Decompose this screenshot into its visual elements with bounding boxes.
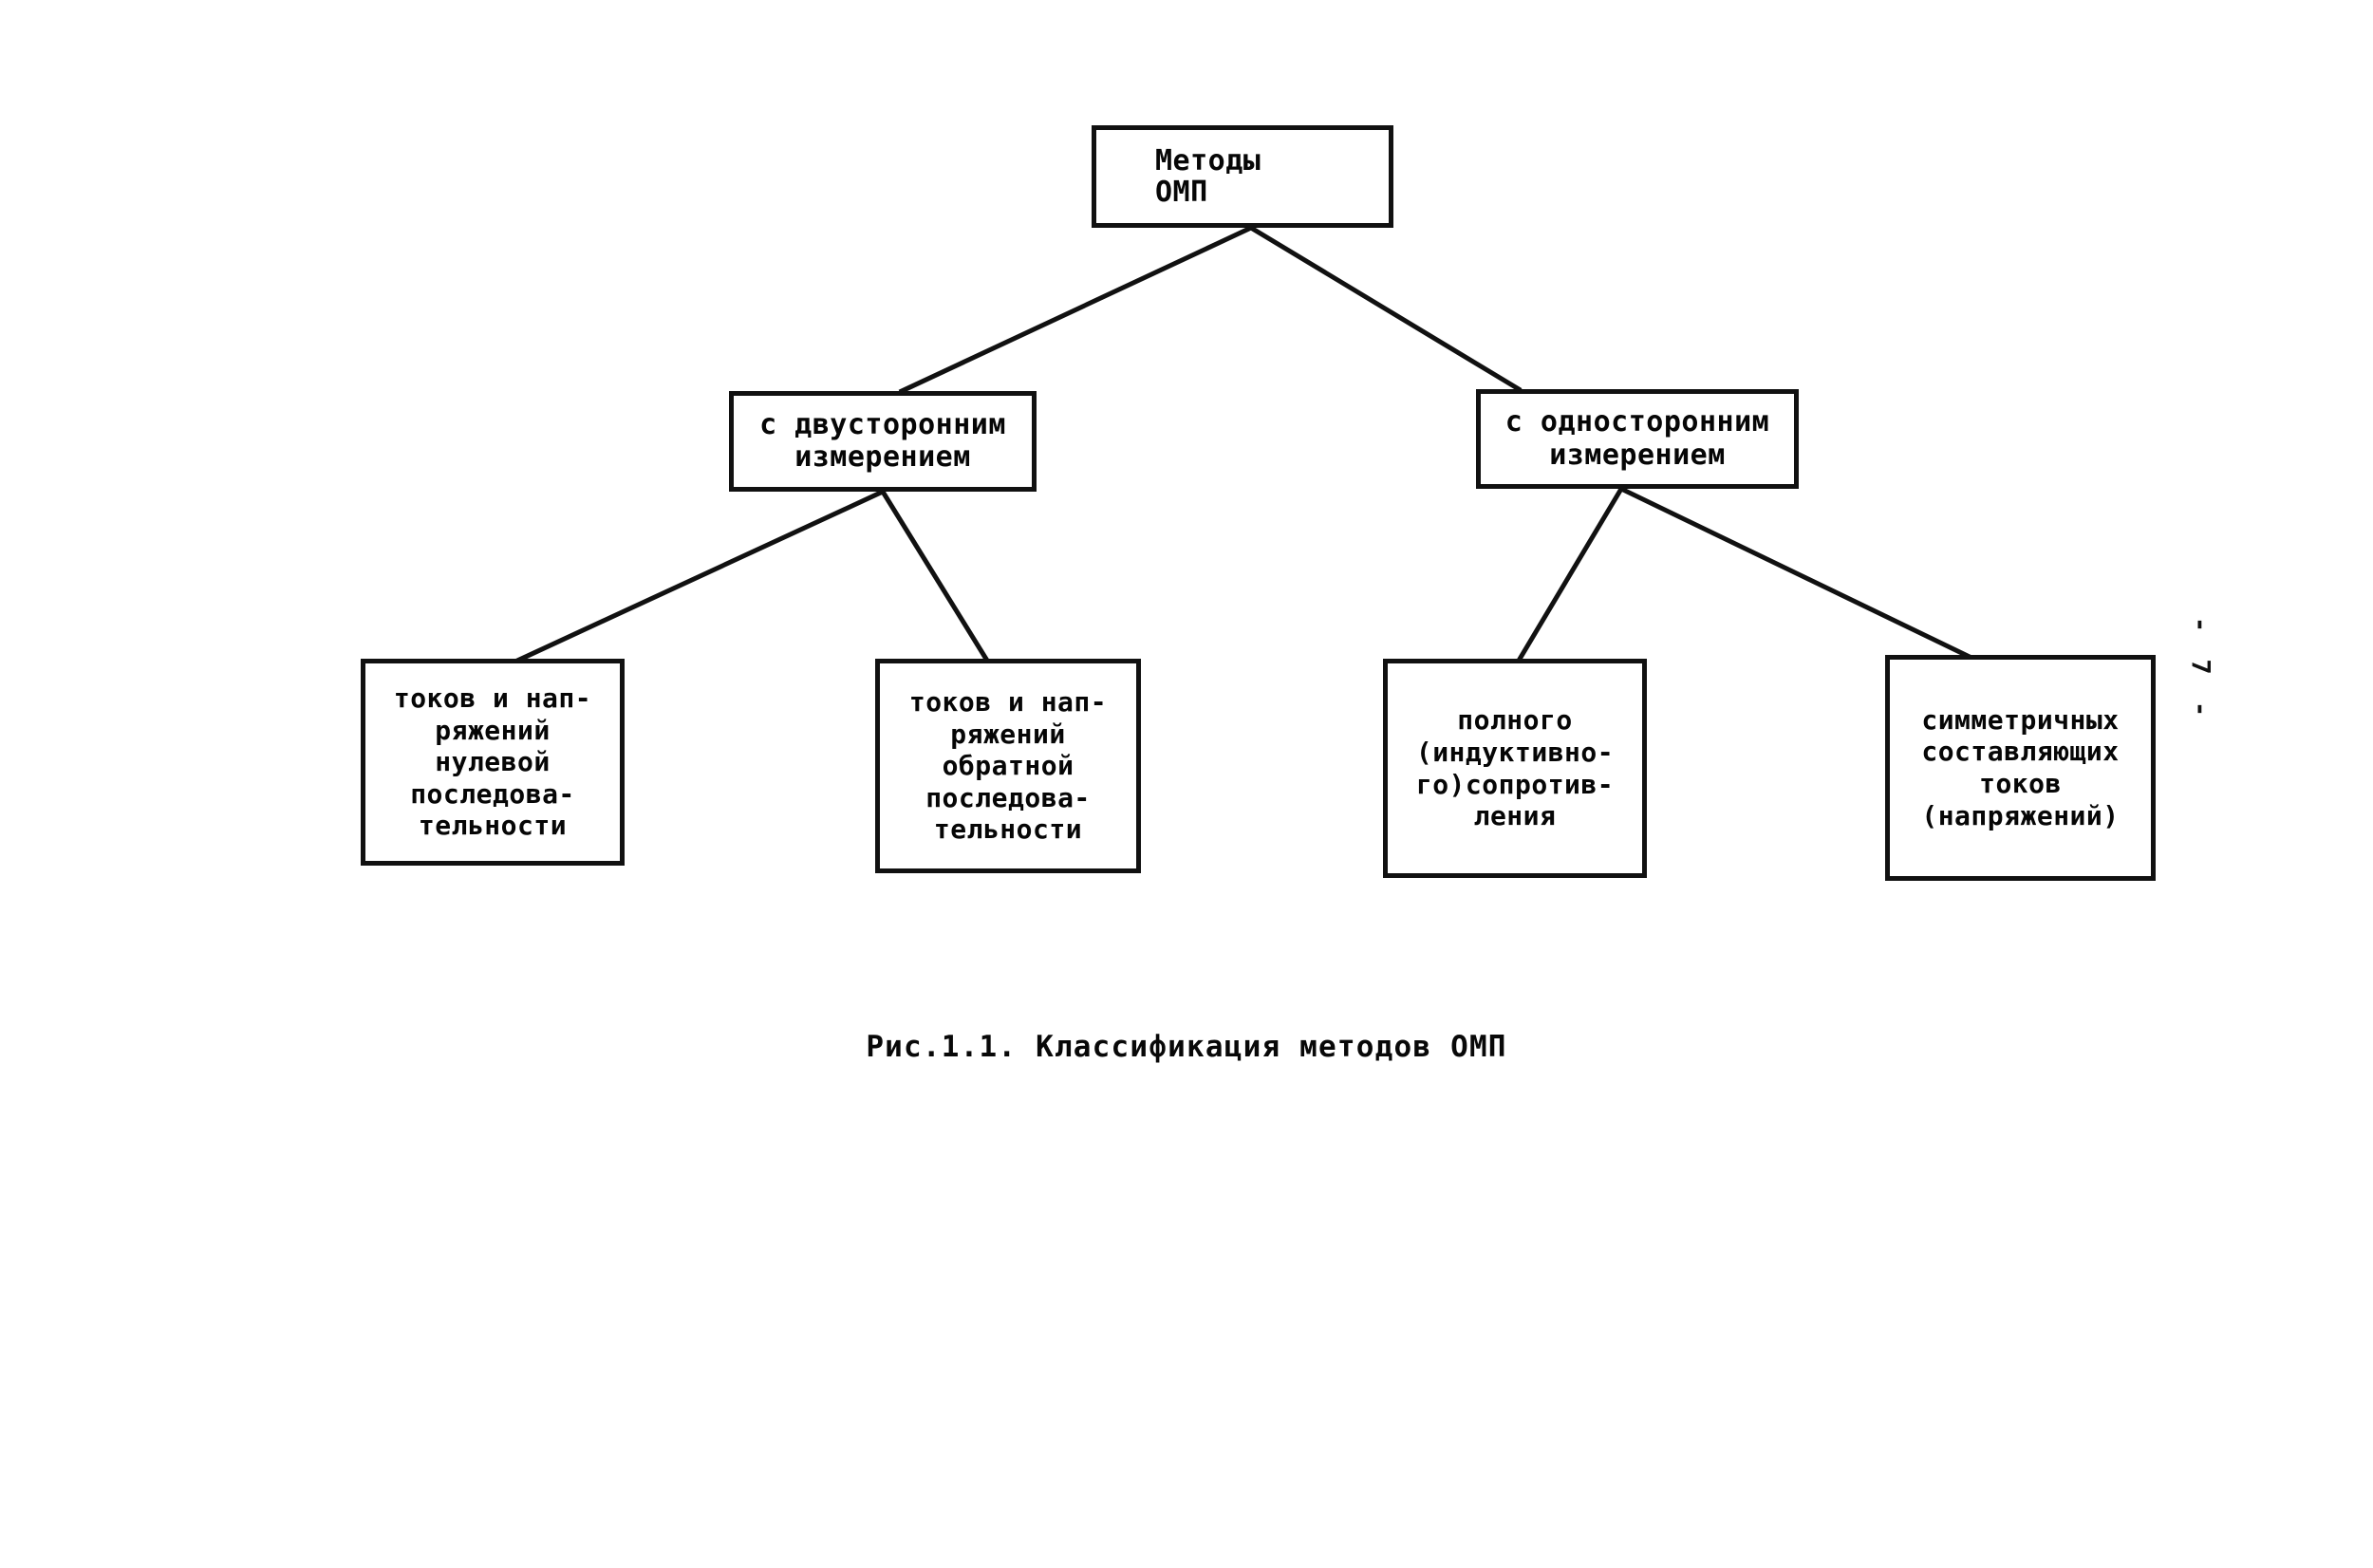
figure-caption: Рис.1.1. Классификация методов ОМП (866, 1030, 1507, 1064)
node-impedance: полного (индуктивно- го)сопротив- ления (1383, 659, 1647, 878)
node-zero-sequence: токов и нап- ряжений нулевой последова- … (361, 659, 625, 866)
page-number-marker: - 7 - (2185, 616, 2215, 723)
edge-two-sided-to-zero (514, 488, 887, 664)
node-symmetrical-components: симметричных составляющих токов (напряже… (1885, 655, 2156, 881)
node-negative-sequence: токов и нап- ряжений обратной последова-… (875, 659, 1141, 873)
node-root: Методы ОМП (1092, 125, 1393, 228)
edge-root-to-one-sided (1247, 224, 1523, 393)
node-two-sided-measurement: с двусторонним измерением (729, 391, 1037, 492)
node-one-sided-measurement: с односторонним измерением (1476, 389, 1799, 489)
edge-two-sided-to-neg (879, 488, 991, 664)
edge-root-to-two-sided (898, 224, 1255, 395)
edge-one-sided-to-imped (1515, 485, 1625, 664)
edge-one-sided-to-sym (1617, 485, 1973, 661)
